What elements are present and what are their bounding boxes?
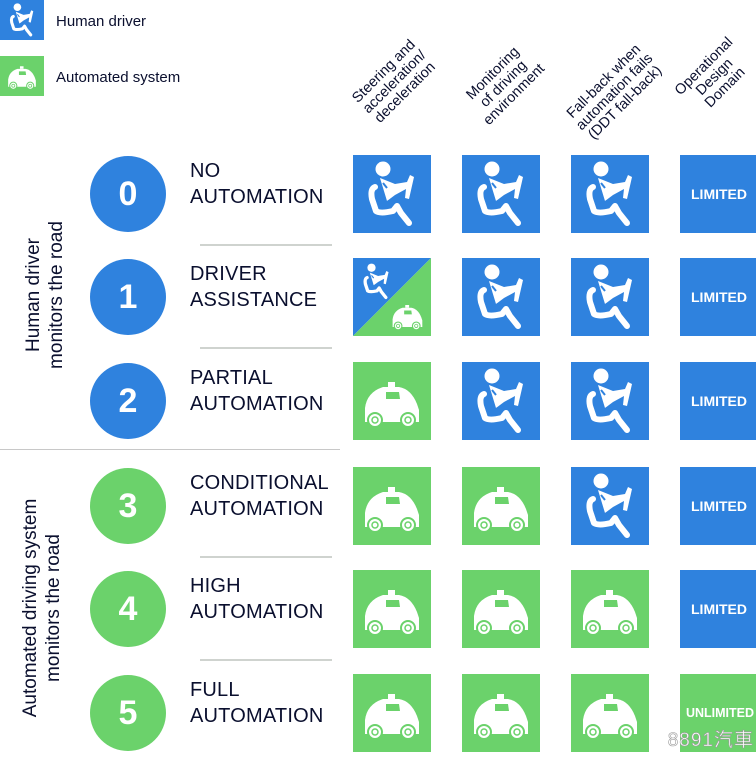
cell-automated-system xyxy=(353,674,431,752)
level-name-line: AUTOMATION xyxy=(190,393,324,415)
human-driver-icon xyxy=(353,155,431,233)
human-driver-icon xyxy=(462,258,540,336)
header-line: acceleration/ xyxy=(359,47,430,117)
automated-car-icon xyxy=(353,362,431,440)
human-driver-icon xyxy=(0,0,44,40)
level-name: DRIVER ASSISTANCE xyxy=(190,261,317,313)
cell-human-driver xyxy=(571,155,649,233)
column-header-steering: Steering and acceleration/ deceleration xyxy=(333,21,457,145)
row-divider xyxy=(200,244,332,246)
odd-value: LIMITED xyxy=(680,570,756,648)
level-name-line: DRIVER xyxy=(190,263,267,285)
row-divider xyxy=(200,347,332,349)
group-label-line: monitors the road xyxy=(46,221,67,369)
cell-automated-system xyxy=(353,467,431,545)
level-number-badge: 1 xyxy=(90,259,166,335)
legend-human-tile xyxy=(0,0,44,40)
human-driver-icon xyxy=(571,467,649,545)
cell-automated-system xyxy=(462,467,540,545)
automated-car-icon xyxy=(462,467,540,545)
level-name-line: AUTOMATION xyxy=(190,601,324,623)
row-divider xyxy=(200,659,332,661)
level-number-badge: 4 xyxy=(90,571,166,647)
level-name-line: ASSISTANCE xyxy=(190,289,318,311)
cell-human-driver xyxy=(353,155,431,233)
legend-automated-label: Automated system xyxy=(56,69,181,86)
automated-car-icon xyxy=(353,674,431,752)
human-driver-icon xyxy=(462,155,540,233)
human-driver-icon xyxy=(571,258,649,336)
automated-car-icon xyxy=(353,570,431,648)
human-driver-icon xyxy=(571,362,649,440)
level-number-badge: 2 xyxy=(90,363,166,439)
legend-automated-tile xyxy=(0,56,44,96)
level-number-badge: 5 xyxy=(90,675,166,751)
human-driver-icon xyxy=(571,155,649,233)
group-label-line: Automated driving system xyxy=(20,498,41,718)
level-name-line: FULL xyxy=(190,679,240,701)
level-name: CONDITIONAL AUTOMATION xyxy=(190,470,329,522)
group-label-system: Automated driving system monitors the ro… xyxy=(19,458,65,758)
level-name-line: HIGH xyxy=(190,575,241,597)
group-label-line: Human driver xyxy=(23,237,44,353)
level-name: NO AUTOMATION xyxy=(190,158,323,210)
level-name-line: NO xyxy=(190,160,221,182)
legend-human-label: Human driver xyxy=(56,13,147,30)
header-line: automation fails xyxy=(573,50,657,134)
cell-human-driver xyxy=(462,362,540,440)
odd-value: LIMITED xyxy=(680,258,756,336)
cell-automated-system xyxy=(353,362,431,440)
level-name: FULL AUTOMATION xyxy=(190,677,323,729)
cell-human-driver xyxy=(462,155,540,233)
level-number-badge: 0 xyxy=(90,156,166,232)
odd-value: LIMITED xyxy=(680,155,756,233)
cell-human-driver xyxy=(571,258,649,336)
odd-value: UNLIMITED xyxy=(680,674,756,752)
level-name: HIGH AUTOMATION xyxy=(190,573,323,625)
split-tile-icon xyxy=(353,258,431,336)
level-name: PARTIAL AUTOMATION xyxy=(190,365,323,417)
column-header-odd: Operational Design Domain xyxy=(660,23,756,133)
automated-car-icon xyxy=(571,570,649,648)
automated-car-icon xyxy=(462,674,540,752)
automated-car-icon xyxy=(571,674,649,752)
level-number-badge: 3 xyxy=(90,468,166,544)
automated-car-icon xyxy=(353,467,431,545)
level-name-line: CONDITIONAL xyxy=(190,472,329,494)
level-name-line: AUTOMATION xyxy=(190,498,324,520)
cell-human-driver xyxy=(571,467,649,545)
cell-shared-human-and-system xyxy=(353,258,431,336)
cell-human-driver xyxy=(462,258,540,336)
group-divider xyxy=(0,449,340,450)
group-label-human: Human driver monitors the road xyxy=(22,185,68,405)
cell-automated-system xyxy=(571,674,649,752)
group-label-line: monitors the road xyxy=(43,534,64,682)
cell-automated-system xyxy=(571,570,649,648)
cell-automated-system xyxy=(353,570,431,648)
automated-car-icon xyxy=(462,570,540,648)
cell-automated-system xyxy=(462,570,540,648)
column-header-fallback: Fall-back when automation fails (DDT fal… xyxy=(546,24,684,162)
odd-value: LIMITED xyxy=(680,362,756,440)
level-name-line: AUTOMATION xyxy=(190,705,324,727)
watermark: 8891汽車 xyxy=(667,730,754,752)
automated-car-icon xyxy=(0,56,44,96)
row-divider xyxy=(200,556,332,558)
odd-value: LIMITED xyxy=(680,467,756,545)
level-name-line: AUTOMATION xyxy=(190,186,324,208)
level-name-line: PARTIAL xyxy=(190,367,273,389)
column-header-monitoring: Monitoring of driving environment xyxy=(446,26,563,143)
cell-automated-system xyxy=(462,674,540,752)
human-driver-icon xyxy=(462,362,540,440)
cell-human-driver xyxy=(571,362,649,440)
